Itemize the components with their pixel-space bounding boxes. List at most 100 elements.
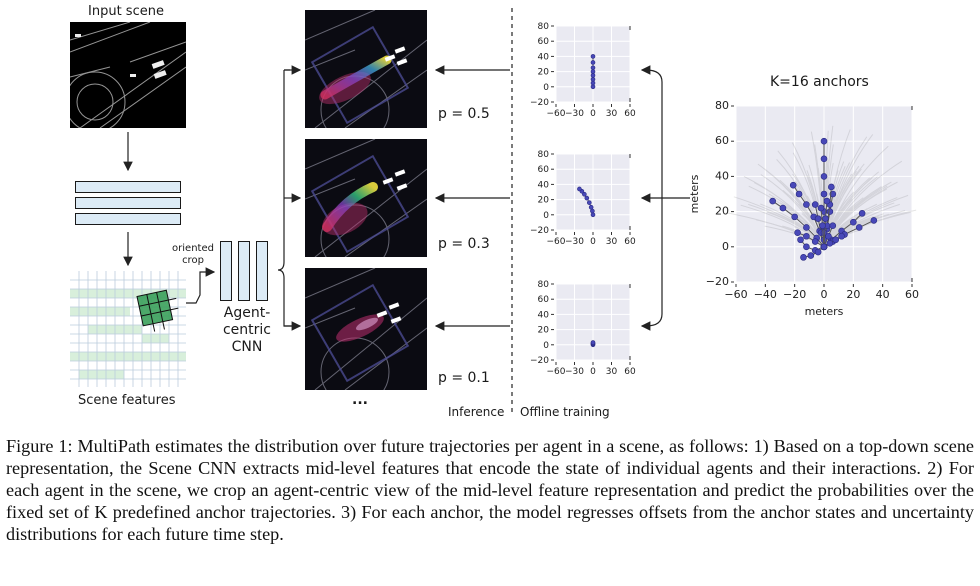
- anchor-point: [828, 183, 835, 191]
- agent-cnn-layer-2: [238, 241, 250, 301]
- y-tick-label: 0: [543, 83, 549, 93]
- x-tick-label: 20: [846, 288, 860, 301]
- y-tick-label: 80: [538, 280, 550, 290]
- anchor-point: [588, 204, 594, 210]
- y-tick-label: 0: [543, 341, 549, 351]
- x-tick-label: 40: [876, 288, 890, 301]
- anchor-point: [814, 248, 822, 256]
- anchor-point: [811, 201, 819, 208]
- anchor-point: [858, 210, 866, 217]
- anchor-point: [823, 197, 831, 205]
- anchor-point: [791, 213, 798, 221]
- x-tick-label: −60: [724, 288, 747, 301]
- x-tick-label: −30: [565, 109, 584, 119]
- left-arrows: [123, 8, 690, 412]
- x-tick-label: 0: [590, 367, 596, 377]
- x-tick-label: −20: [783, 288, 806, 301]
- anchor-trajectory-line: [797, 232, 825, 248]
- anchor-point: [814, 215, 822, 222]
- anchor-point: [797, 236, 804, 244]
- y-tick-label: 40: [538, 180, 550, 190]
- x-tick-label: −60: [547, 237, 566, 247]
- y-tick-label: −20: [530, 98, 549, 108]
- anchor-point: [826, 208, 834, 215]
- anchor-point: [817, 204, 825, 212]
- anchor-point: [590, 65, 596, 71]
- anchor-point: [826, 239, 834, 247]
- x-tick-label: 60: [624, 367, 636, 377]
- anchor-point: [587, 200, 592, 205]
- y-tick-label: 0: [722, 240, 729, 253]
- agent-centric-cnn-label: Agent- centric CNN: [222, 305, 271, 355]
- inference-label: Inference: [448, 405, 505, 419]
- x-tick-label: 60: [905, 288, 919, 301]
- x-tick-label: −30: [565, 367, 584, 377]
- caption-figure-label: Figure 1:: [6, 436, 73, 456]
- anchor-point: [577, 186, 582, 192]
- anchor-point: [795, 190, 803, 198]
- anchor-point: [855, 224, 863, 231]
- anchor-point: [590, 73, 596, 78]
- y-tick-label: −20: [530, 356, 549, 366]
- anchor-point: [838, 232, 845, 240]
- probability-label-3: p = 0.1: [438, 370, 490, 386]
- anchor-point: [590, 208, 595, 214]
- anchor-point: [590, 80, 596, 86]
- caption-text: MultiPath estimates the distribution ove…: [6, 436, 975, 544]
- anchor-point: [590, 69, 596, 74]
- x-tick-label: −60: [547, 109, 566, 119]
- anchor-point: [811, 238, 819, 245]
- anchor-point: [803, 224, 810, 231]
- anchor-point: [590, 54, 596, 59]
- offline-training-label: Offline training: [520, 405, 610, 419]
- x-tick-label: 30: [606, 237, 618, 247]
- y-tick-label: 20: [538, 196, 550, 206]
- anchor-point: [789, 181, 797, 189]
- prediction-map-1: [305, 10, 427, 128]
- y-tick-label: 60: [538, 37, 550, 47]
- anchor-point: [769, 197, 776, 205]
- anchor-point: [820, 243, 828, 251]
- anchor-point: [832, 236, 840, 244]
- prediction-map-2: [305, 139, 427, 257]
- big-plot-title: K=16 anchors: [770, 74, 869, 90]
- x-tick-label: 0: [821, 288, 828, 301]
- anchor-point: [822, 215, 829, 222]
- scene-features-grid: [70, 271, 186, 387]
- x-tick-label: 30: [606, 109, 618, 119]
- anchor-point: [803, 201, 810, 208]
- anchor-point: [820, 155, 828, 163]
- anchor-point: [800, 254, 807, 261]
- y-tick-label: 60: [538, 165, 550, 175]
- x-axis-label: meters: [805, 305, 844, 318]
- input-scene-label: Input scene: [88, 4, 164, 19]
- anchor-point: [870, 217, 878, 224]
- x-tick-label: −30: [565, 237, 584, 247]
- agent-cnn-layer-1: [220, 241, 232, 301]
- scene-cnn-layer-2: [75, 197, 181, 209]
- x-tick-label: 0: [590, 237, 596, 247]
- anchor-point: [820, 173, 828, 180]
- more-predictions-ellipsis: ...: [352, 392, 368, 408]
- anchor-point: [850, 218, 857, 226]
- x-tick-label: 60: [624, 109, 636, 119]
- anchor-point: [779, 204, 787, 212]
- anchor-trajectory-line: [800, 239, 825, 251]
- y-tick-label: 20: [538, 326, 550, 336]
- y-tick-label: 40: [538, 52, 550, 62]
- x-tick-label: −60: [547, 367, 566, 377]
- y-tick-label: −20: [530, 226, 549, 236]
- anchor-point: [582, 191, 587, 197]
- figure-caption: Figure 1: MultiPath estimates the distri…: [6, 435, 974, 545]
- y-tick-label: 20: [538, 68, 550, 78]
- anchor-trajectory-line: [803, 246, 825, 258]
- scene-cnn-layer-3: [75, 213, 181, 225]
- x-tick-label: 60: [624, 237, 636, 247]
- y-tick-label: 0: [543, 211, 549, 221]
- anchor-point: [820, 137, 828, 145]
- y-tick-label: 60: [538, 295, 550, 305]
- anchor-point: [584, 195, 590, 201]
- x-tick-label: 30: [606, 367, 618, 377]
- y-tick-label: 80: [538, 22, 550, 32]
